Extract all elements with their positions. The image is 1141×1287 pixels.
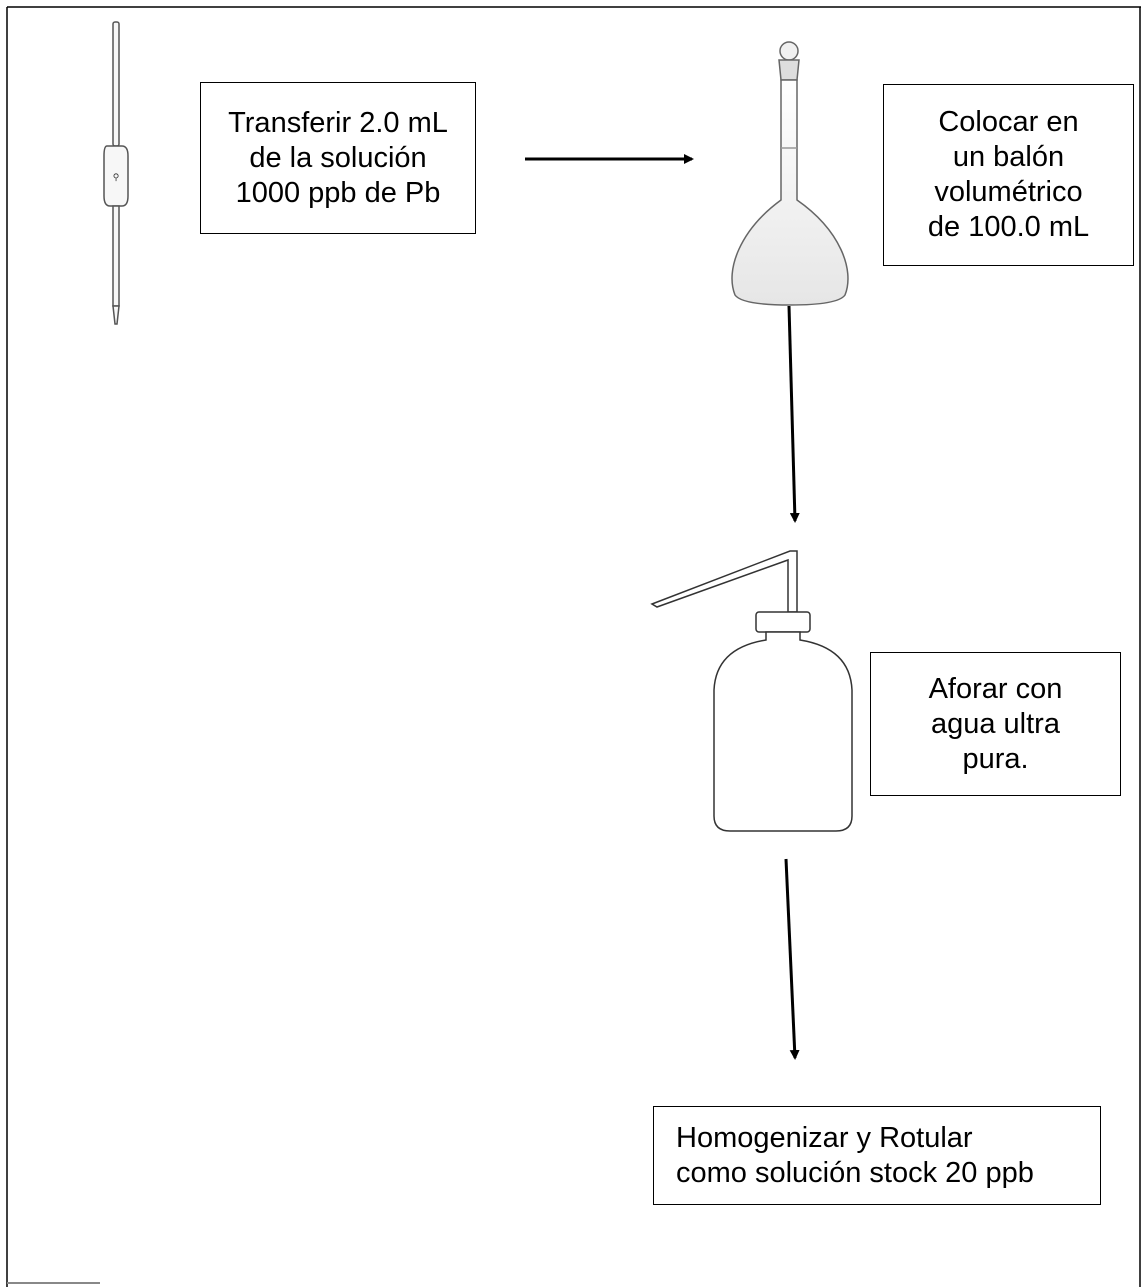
svg-text:⚲: ⚲ [113, 172, 120, 182]
step-transfer-text: Transferir 2.0 mL de la solución 1000 pp… [228, 106, 448, 209]
step-colocar-box: Colocar en un balón volumétrico de 100.0… [883, 84, 1134, 266]
page-border [6, 6, 1141, 1287]
step-homogenizar-text: Homogenizar y Rotular como solución stoc… [676, 1121, 1034, 1189]
step-transfer-box: Transferir 2.0 mL de la solución 1000 pp… [200, 82, 476, 234]
wash-bottle-icon [650, 550, 853, 832]
arrow-bottle-to-label [784, 858, 800, 1060]
step-aforar-box: Aforar con agua ultra pura. [870, 652, 1121, 796]
step-colocar-text: Colocar en un balón volumétrico de 100.0… [927, 106, 1090, 243]
step-homogenizar-box: Homogenizar y Rotular como solución stoc… [653, 1106, 1101, 1205]
step-aforar-text: Aforar con agua ultra pura. [928, 672, 1063, 775]
arrow-flask-to-bottle [787, 305, 800, 523]
volumetric-flask-icon [731, 41, 849, 306]
volumetric-pipette-icon: ⚲ [103, 21, 129, 325]
